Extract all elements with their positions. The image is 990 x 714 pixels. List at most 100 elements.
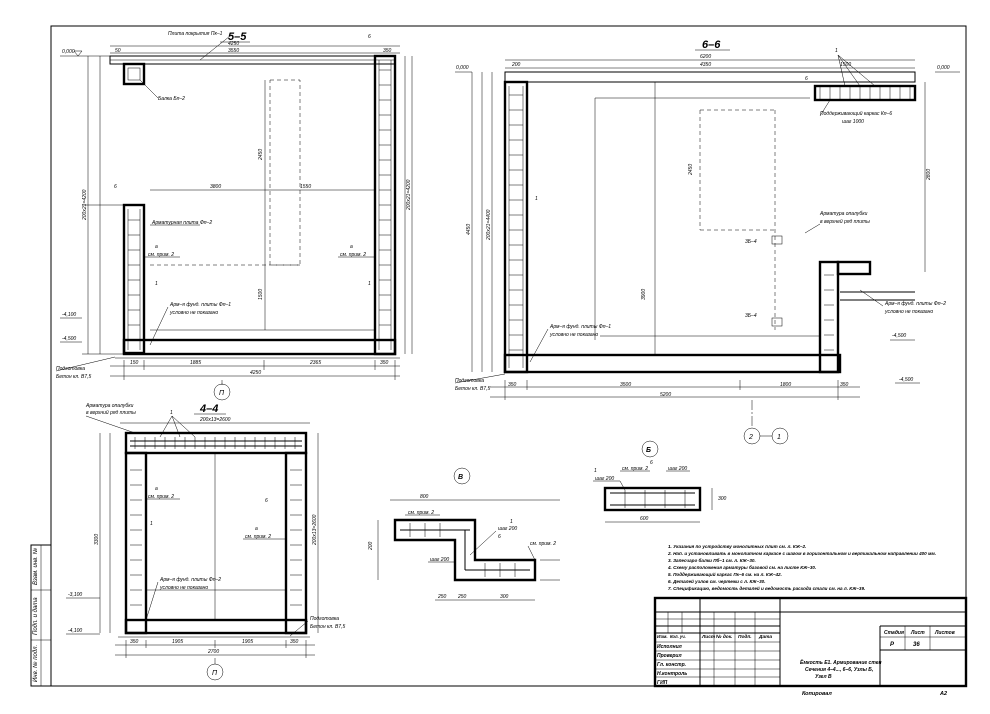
svg-text:2450: 2450 [688,164,694,176]
side-stamp: Взам. инв. № Подп. и дата Инв. № подл. [30,544,52,687]
svg-text:1: 1 [368,281,371,287]
axis-1: 1 [777,434,781,441]
svg-text:Копировал: Копировал [802,691,832,697]
section-5-5-title: 5–5 [228,31,247,43]
svg-text:Арм–я фунд. плиты Фп–1: Арм–я фунд. плиты Фп–1 [549,324,611,330]
svg-text:Бетон кл. B7,5: Бетон кл. B7,5 [455,386,490,392]
svg-text:1: 1 [155,281,158,287]
svg-text:2800: 2800 [926,169,932,181]
svg-text:4350: 4350 [700,62,711,68]
note-1: 1. Указания по устройству монолитных пли… [668,543,806,549]
svg-text:250: 250 [457,594,467,600]
svg-text:Лист: Лист [701,634,716,640]
svg-text:1: 1 [170,410,173,416]
svg-text:200x21=4200: 200x21=4200 [406,179,412,211]
svg-text:1500: 1500 [840,62,851,68]
svg-text:6: 6 [650,460,653,466]
svg-text:1905: 1905 [172,639,183,645]
svg-text:5200: 5200 [660,392,671,398]
svg-text:шаг 200: шаг 200 [498,526,517,532]
svg-text:Гл. констр.: Гл. констр. [657,662,686,668]
svg-text:200x13=2600: 200x13=2600 [199,417,231,423]
svg-text:200x21=4400: 200x21=4400 [486,209,492,241]
stamp-zam: Взам. инв. № [32,547,39,585]
svg-text:6: 6 [805,76,808,82]
svg-text:шаг 200: шаг 200 [668,466,687,472]
svg-text:1: 1 [835,48,838,54]
svg-text:50: 50 [115,48,121,54]
section-6-6: 6–6 6200 4350 200 1500 [454,39,960,445]
svg-text:см. прим. 2: см. прим. 2 [148,494,174,500]
note-6: 6. Деталей узлов см. чертежи с л. КЖ–30. [668,578,766,584]
svg-text:1: 1 [594,468,597,474]
svg-text:в верхний ряд плиты: в верхний ряд плиты [86,409,136,416]
svg-text:1: 1 [535,196,538,202]
svg-text:4250: 4250 [250,370,261,376]
svg-text:см. прим. 2: см. прим. 2 [148,252,174,258]
svg-text:-4,500: -4,500 [899,377,913,383]
svg-text:шаг 1000: шаг 1000 [842,119,864,125]
svg-text:Бетон кл. B7,5: Бетон кл. B7,5 [56,374,91,380]
svg-text:Ёмкость Е1. Армирование стен: Ёмкость Е1. Армирование стен [800,659,882,666]
svg-text:Стадия: Стадия [884,630,904,636]
svg-text:в верхней ряд плиты: в верхней ряд плиты [820,218,870,225]
svg-text:условно не показано: условно не показано [549,332,598,338]
svg-text:№ док.: № док. [715,634,733,640]
svg-text:1500: 1500 [258,289,264,300]
svg-text:800: 800 [420,494,429,500]
general-notes: 1. Указания по устройству монолитных пли… [667,543,936,591]
svg-text:2700: 2700 [207,649,219,655]
section-4-4-title: 4–4 [199,403,218,415]
section-4-4: 4–4 200x13=2600 [66,403,345,681]
svg-text:350: 350 [290,639,299,645]
svg-text:а: а [155,244,158,250]
svg-text:1800: 1800 [780,382,791,388]
axis-p-2: П [212,670,218,677]
svg-text:6: 6 [114,184,117,190]
label-beam-bp2: Балка Бп–2 [158,96,185,102]
svg-text:а: а [255,526,258,532]
svg-text:Арм–я фунд. плиты Фп–2: Арм–я фунд. плиты Фп–2 [884,301,946,307]
svg-text:Лист: Лист [910,630,925,636]
svg-text:Листов: Листов [934,630,955,636]
svg-text:см. прим. 2: см. прим. 2 [340,252,366,258]
svg-text:350: 350 [380,360,389,366]
svg-text:Исполнил: Исполнил [657,644,683,650]
svg-text:Сечения 4–4..., 6–6, Узлы Б,: Сечения 4–4..., 6–6, Узлы Б, [805,667,873,673]
svg-text:A2: A2 [939,691,947,697]
svg-text:0,000: 0,000 [937,65,950,71]
sheet-value: 36 [913,642,920,648]
svg-text:250: 250 [437,594,447,600]
svg-text:Арматура опалубки: Арматура опалубки [819,211,868,217]
svg-text:шаг 200: шаг 200 [430,557,449,563]
svg-text:200x21=4200: 200x21=4200 [82,189,88,221]
label-slab-pk1: Плита покрытия Пк–1 [168,31,223,37]
svg-text:Подготовка: Подготовка [455,378,484,384]
svg-text:а: а [350,244,353,250]
svg-text:условно не показано: условно не показано [159,585,208,591]
note-4: 4. Схему расположения арматуры базовой с… [667,564,816,570]
label-frame-kp6: Поддерживающий каркас Кп–6 [820,110,892,117]
svg-text:300: 300 [500,594,509,600]
svg-text:-3,100: -3,100 [68,592,82,598]
svg-text:200: 200 [368,541,374,551]
svg-text:2365: 2365 [309,360,321,366]
svg-text:Арм–я фунд. плиты Фп–1: Арм–я фунд. плиты Фп–1 [169,302,231,308]
svg-text:6200: 6200 [700,54,711,60]
svg-text:6: 6 [368,34,371,40]
svg-text:Подп.: Подп. [738,634,752,640]
svg-text:а: а [155,486,158,492]
svg-text:-4,100: -4,100 [68,628,82,634]
svg-text:6: 6 [265,498,268,504]
svg-text:4450: 4450 [466,224,472,235]
svg-text:200: 200 [511,62,521,68]
svg-text:1905: 1905 [242,639,253,645]
node-b: Б 600 300 шаг 200 см. прим. 2 шаг 200 1 … [593,440,727,523]
svg-text:0,000: 0,000 [62,49,75,55]
svg-text:Н.контроль: Н.контроль [657,671,687,677]
svg-text:1: 1 [150,521,153,527]
svg-text:6: 6 [498,534,501,540]
note-7: 7. Спецификацию, ведомость деталей и вед… [668,585,865,591]
svg-text:600: 600 [640,516,649,522]
svg-text:Изм.: Изм. [657,634,668,640]
